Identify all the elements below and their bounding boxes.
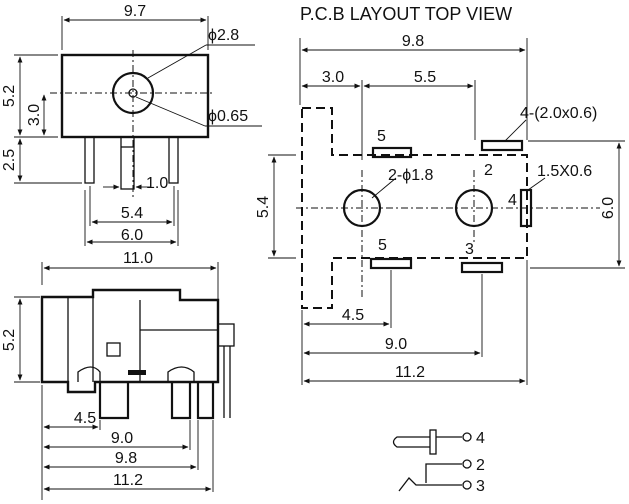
front-view: 9.7 ϕ2.8 ϕ0.65 5.2 3.0 2.5 1.0 5.4 6.0 — [1, 3, 262, 246]
dim-pin-length: 2.5 — [1, 149, 18, 171]
side-pin-c — [196, 382, 215, 420]
dim-pcb-height-right: 6.0 — [600, 197, 617, 219]
pcb-slot-3 — [460, 261, 504, 274]
label-pad5-top: 5 — [377, 128, 386, 145]
label-pin4: 4 — [476, 430, 485, 447]
pcb-hole-right — [454, 188, 494, 228]
dim-pcb-width: 9.8 — [402, 33, 424, 50]
label-pad2: 2 — [484, 162, 493, 179]
pcb-slot-2 — [480, 139, 524, 152]
plug-collar — [429, 429, 437, 455]
dim-pin-gap: 1.0 — [146, 175, 168, 192]
dim-pcb-b: 5.5 — [414, 69, 436, 86]
side-pin-b — [170, 382, 192, 420]
side-rear-pin — [217, 323, 235, 347]
dim-pin-dia: ϕ0.65 — [208, 108, 248, 125]
dim-side-a: 4.5 — [74, 410, 96, 427]
dim-side-height: 5.2 — [1, 329, 18, 351]
plug-symbol — [392, 436, 430, 448]
terminal-2 — [462, 459, 472, 469]
terminal-4 — [462, 432, 472, 442]
terminal-3 — [462, 480, 472, 490]
label-slot4: 1.5X0.6 — [537, 163, 592, 180]
dim-front-width: 9.7 — [124, 3, 146, 20]
dim-center-height: 3.0 — [26, 104, 43, 126]
label-pad4: 4 — [508, 192, 517, 209]
front-pin-right — [168, 136, 179, 184]
switch-contact — [398, 477, 462, 492]
label-pad5-bottom: 5 — [378, 237, 387, 254]
label-pad3: 3 — [465, 241, 474, 258]
dim-side-c: 9.8 — [115, 450, 137, 467]
pcb-title: P.C.B LAYOUT TOP VIEW — [300, 4, 512, 24]
dim-pin-span-a: 5.4 — [121, 205, 143, 222]
pcb-outline — [301, 107, 528, 309]
label-pin3: 3 — [476, 478, 485, 495]
switch-lead — [425, 463, 462, 483]
side-pin-a — [98, 382, 130, 420]
dim-pcb-a: 3.0 — [322, 69, 344, 86]
pcb-slot-4 — [519, 188, 533, 228]
side-view: 11.0 5.2 4.5 9.0 9.8 — [1, 250, 235, 500]
label-holes: 2-ϕ1.8 — [388, 167, 434, 184]
dim-side-b: 9.0 — [111, 430, 133, 447]
label-pin2: 2 — [476, 457, 485, 474]
dim-pcb-height-left: 5.4 — [255, 196, 272, 218]
dim-pcb-c: 4.5 — [342, 307, 364, 324]
dim-front-height: 5.2 — [1, 85, 18, 107]
dim-pin-span-b: 6.0 — [121, 227, 143, 244]
pcb-layout: P.C.B LAYOUT TOP VIEW 9.8 3.0 5.5 2-ϕ1.8… — [255, 4, 625, 385]
pcb-slot-5-top — [371, 146, 413, 159]
dim-pcb-d: 9.0 — [385, 336, 407, 353]
front-pin-left — [84, 136, 95, 184]
pcb-hole-left — [342, 188, 382, 228]
dim-bore: ϕ2.8 — [208, 27, 239, 44]
dim-side-d: 11.2 — [113, 472, 143, 489]
dim-side-length: 11.0 — [123, 250, 153, 267]
side-window — [106, 342, 121, 357]
dim-pcb-e: 11.2 — [395, 364, 425, 381]
pcb-slot-5-bottom — [369, 257, 413, 270]
front-pin-center — [120, 136, 135, 190]
schematic: 4 2 3 — [392, 429, 485, 495]
label-slots: 4-(2.0x0.6) — [520, 105, 597, 122]
side-tab — [128, 370, 146, 375]
